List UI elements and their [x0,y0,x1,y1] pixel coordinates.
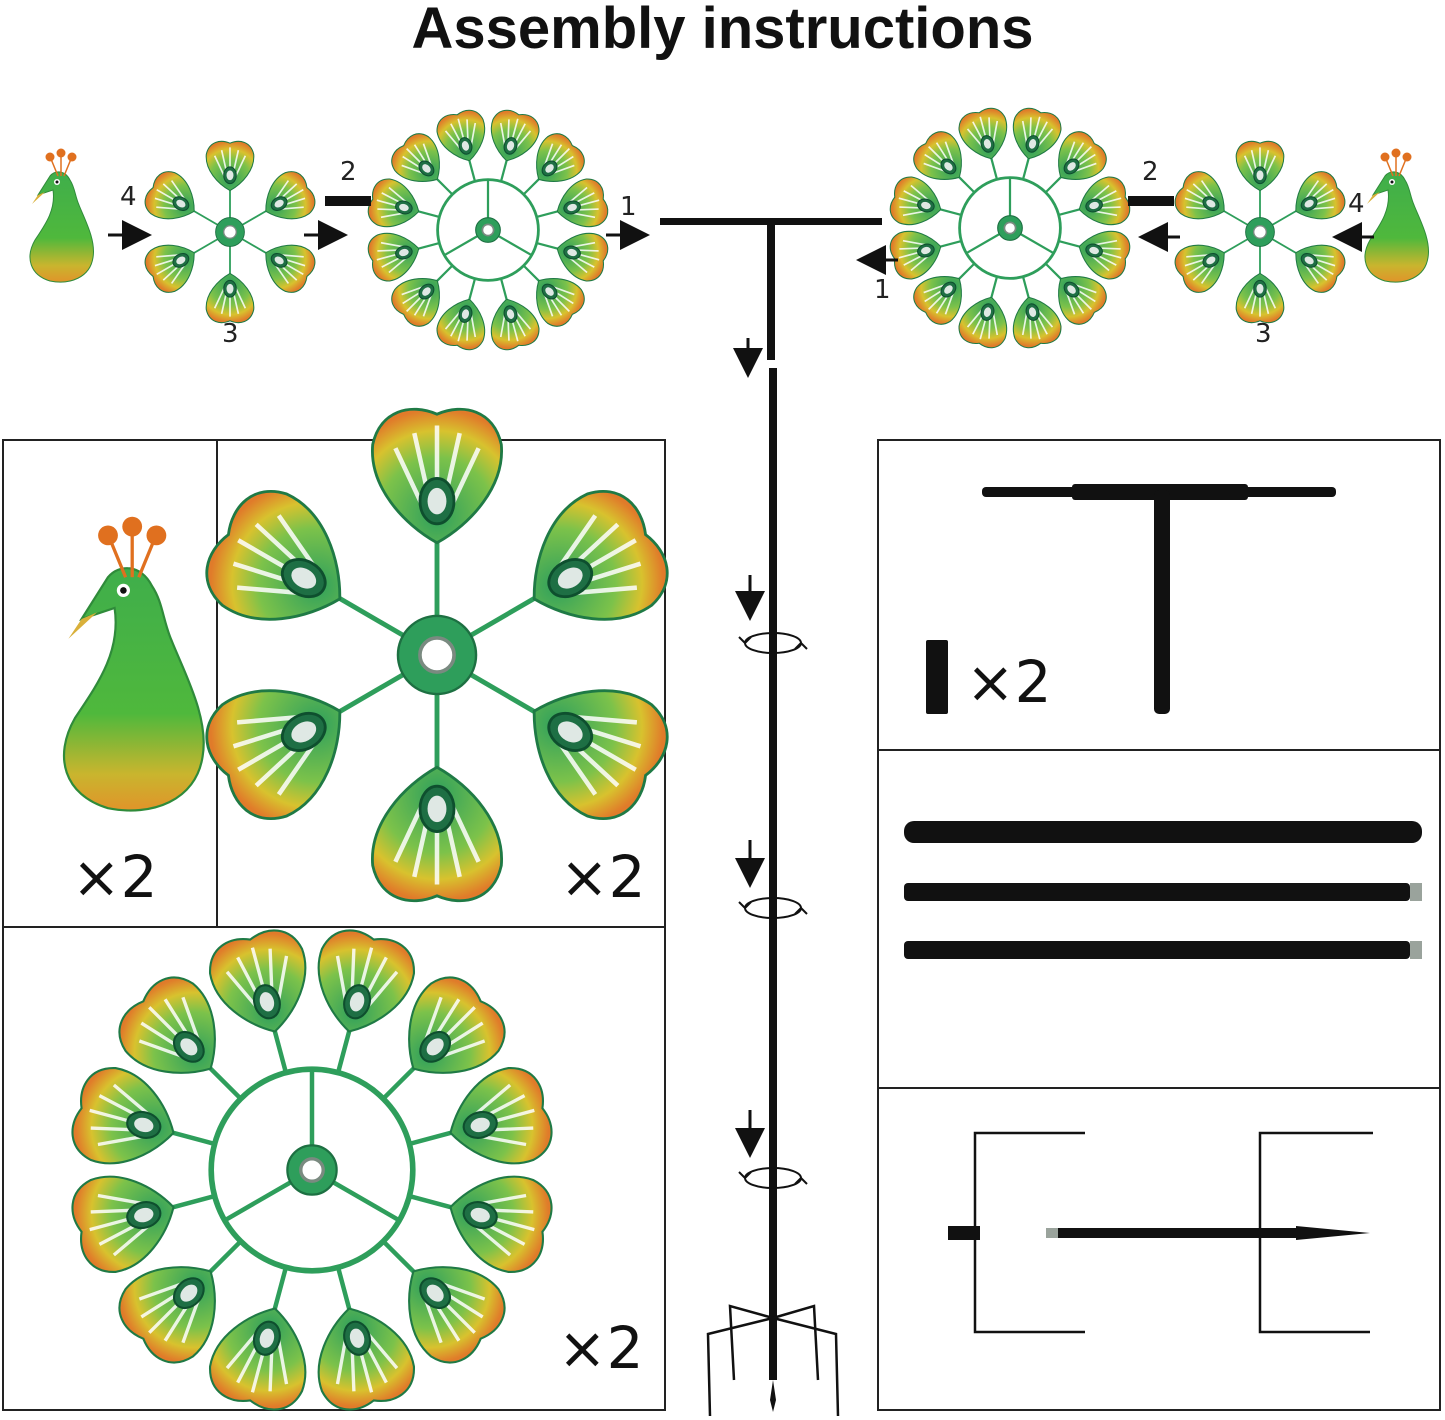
quantity-label: ×2 [558,1314,644,1382]
step-label: 1 [620,192,637,222]
step-label: 3 [222,319,239,349]
sleeve-icon [325,196,371,206]
small-wheel-icon [192,409,682,900]
t-bar-icon [982,484,1336,714]
quantity-label: ×2 [560,843,646,911]
peacock-head-icon [29,147,95,283]
t-bar-icon [660,218,882,360]
sleeve-icon [1128,196,1174,206]
pole-icon [904,883,1410,901]
quantity-label: ×2 [966,648,1052,716]
small-wheel-icon [1170,141,1351,322]
peacock-head-icon [1364,147,1430,283]
right-parts-panel [877,439,1441,1411]
small-wheel-icon [140,141,321,322]
pole-icon [904,821,1422,843]
stake-icon [948,1131,1373,1334]
page-title: Assembly instructions [411,0,1034,61]
step-label: 4 [1348,189,1365,219]
step-label: 4 [120,182,137,212]
left-parts-panel [2,439,666,1411]
peacock-head-icon [62,515,206,813]
step-label: 1 [874,275,891,305]
quantity-label: ×2 [72,843,158,911]
sleeve-icon [926,640,948,714]
step-label: 2 [1142,157,1159,187]
step-label: 2 [340,157,357,187]
large-wheel-icon [887,105,1133,351]
pole-sections [904,821,1422,959]
top-assembly-row: 4 3 2 1 1 2 3 4 [29,105,1430,360]
large-wheel-icon [66,924,559,1417]
step-label: 3 [1255,319,1272,349]
large-wheel-icon [365,107,611,353]
pole-icon [706,338,840,1417]
pole-icon [904,941,1410,959]
